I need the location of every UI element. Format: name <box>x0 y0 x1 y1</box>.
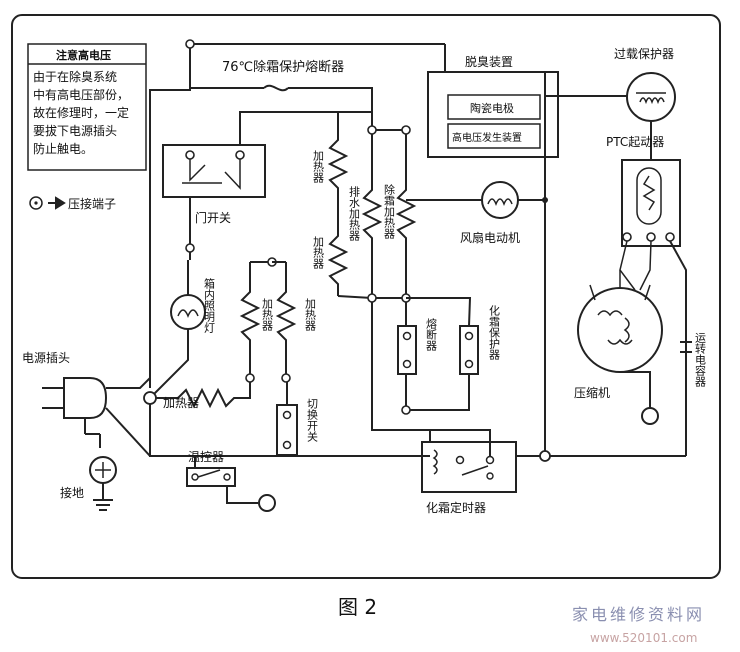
interior-lamp-icon <box>170 294 206 330</box>
arrow-right-icon <box>48 196 66 210</box>
lamp-label: 箱内照明灯 <box>203 277 216 333</box>
notice-line-5: 防止触电。 <box>33 141 93 156</box>
overload-protector-icon <box>626 72 676 122</box>
switch-label: 切换开关 <box>306 398 319 443</box>
notice-box <box>27 43 147 171</box>
heater-c-coil-icon <box>239 262 261 378</box>
heater-d-coil-icon <box>275 262 297 378</box>
notice-line-1: 由于在除臭系统 <box>33 69 117 84</box>
deodorizer-box <box>427 71 559 158</box>
heater-c-label: 加热器 <box>261 298 274 332</box>
watermark-url: www.520101.com <box>590 631 697 645</box>
heater-b-label: 加热器 <box>312 236 325 270</box>
legend-text: 压接端子 <box>68 196 116 211</box>
diagram-frame <box>11 14 721 579</box>
deodorizer-label: 脱臭装置 <box>465 54 513 69</box>
timer-label: 化霜定时器 <box>426 500 486 515</box>
watermark-text: 家电维修资料网 <box>572 605 705 624</box>
notice-line-4: 要拔下电源插头 <box>33 123 117 138</box>
fan-motor-icon <box>481 181 519 219</box>
notice-line-3: 故在修理时，一定 <box>33 105 129 120</box>
power-plug-label: 电源插头 <box>22 351 70 365</box>
fan-motor-label: 风扇电动机 <box>460 230 520 245</box>
overload-label: 过载保护器 <box>614 47 674 61</box>
defrost-heater-label: 除霜加热器 <box>383 183 396 240</box>
heater-coil-icon <box>327 128 349 222</box>
ceramic-electrode-box <box>447 94 541 120</box>
notice-title: 注意高电压 <box>56 48 111 62</box>
compressor-label: 压缩机 <box>574 385 610 400</box>
compressor-terminal-icon <box>641 407 659 425</box>
fuse-small-label: 熔断器 <box>425 317 438 352</box>
ptc-label: PTC起动器 <box>606 135 664 149</box>
heater-a-label: 加热器 <box>312 150 325 184</box>
ptc-element-icon <box>636 167 662 225</box>
capacitor-label: 运转电容器 <box>694 332 707 388</box>
defrost-timer-box <box>421 441 517 493</box>
drain-heater-coil-icon <box>327 222 349 296</box>
door-switch-box <box>162 144 266 198</box>
bottom-heater-coil-icon <box>150 382 251 409</box>
thermostat-box <box>186 467 236 487</box>
power-plug-icon <box>63 377 108 419</box>
ground-label: 接地 <box>60 485 84 500</box>
figure-caption: 图 2 <box>338 595 377 619</box>
drain-heater-label: 排水加热器 <box>348 185 361 242</box>
thermostat-label: 温控器 <box>188 450 224 464</box>
bottom-heater-label: 加热器 <box>163 396 199 410</box>
door-switch-label: 门开关 <box>195 210 231 225</box>
hv-generator-label: 高电压发生装置 <box>452 131 522 144</box>
fuse-label: 76℃除霜保护熔断器 <box>222 60 344 75</box>
compressor-motor-icon <box>577 287 663 373</box>
defrost-heater-coil-icon <box>361 130 383 298</box>
ceramic-electrode-label: 陶瓷电极 <box>470 101 514 115</box>
terminal-symbol-icon <box>29 196 43 210</box>
thermostat-terminal-icon <box>258 494 276 512</box>
notice-line-2: 中有高电压部份， <box>33 87 129 102</box>
heater-d-label: 加热器 <box>304 298 317 332</box>
defrost-protector-label: 化霜保护器 <box>488 304 501 361</box>
thermal-fuse-icon <box>263 84 289 92</box>
hv-generator-box <box>447 123 541 149</box>
